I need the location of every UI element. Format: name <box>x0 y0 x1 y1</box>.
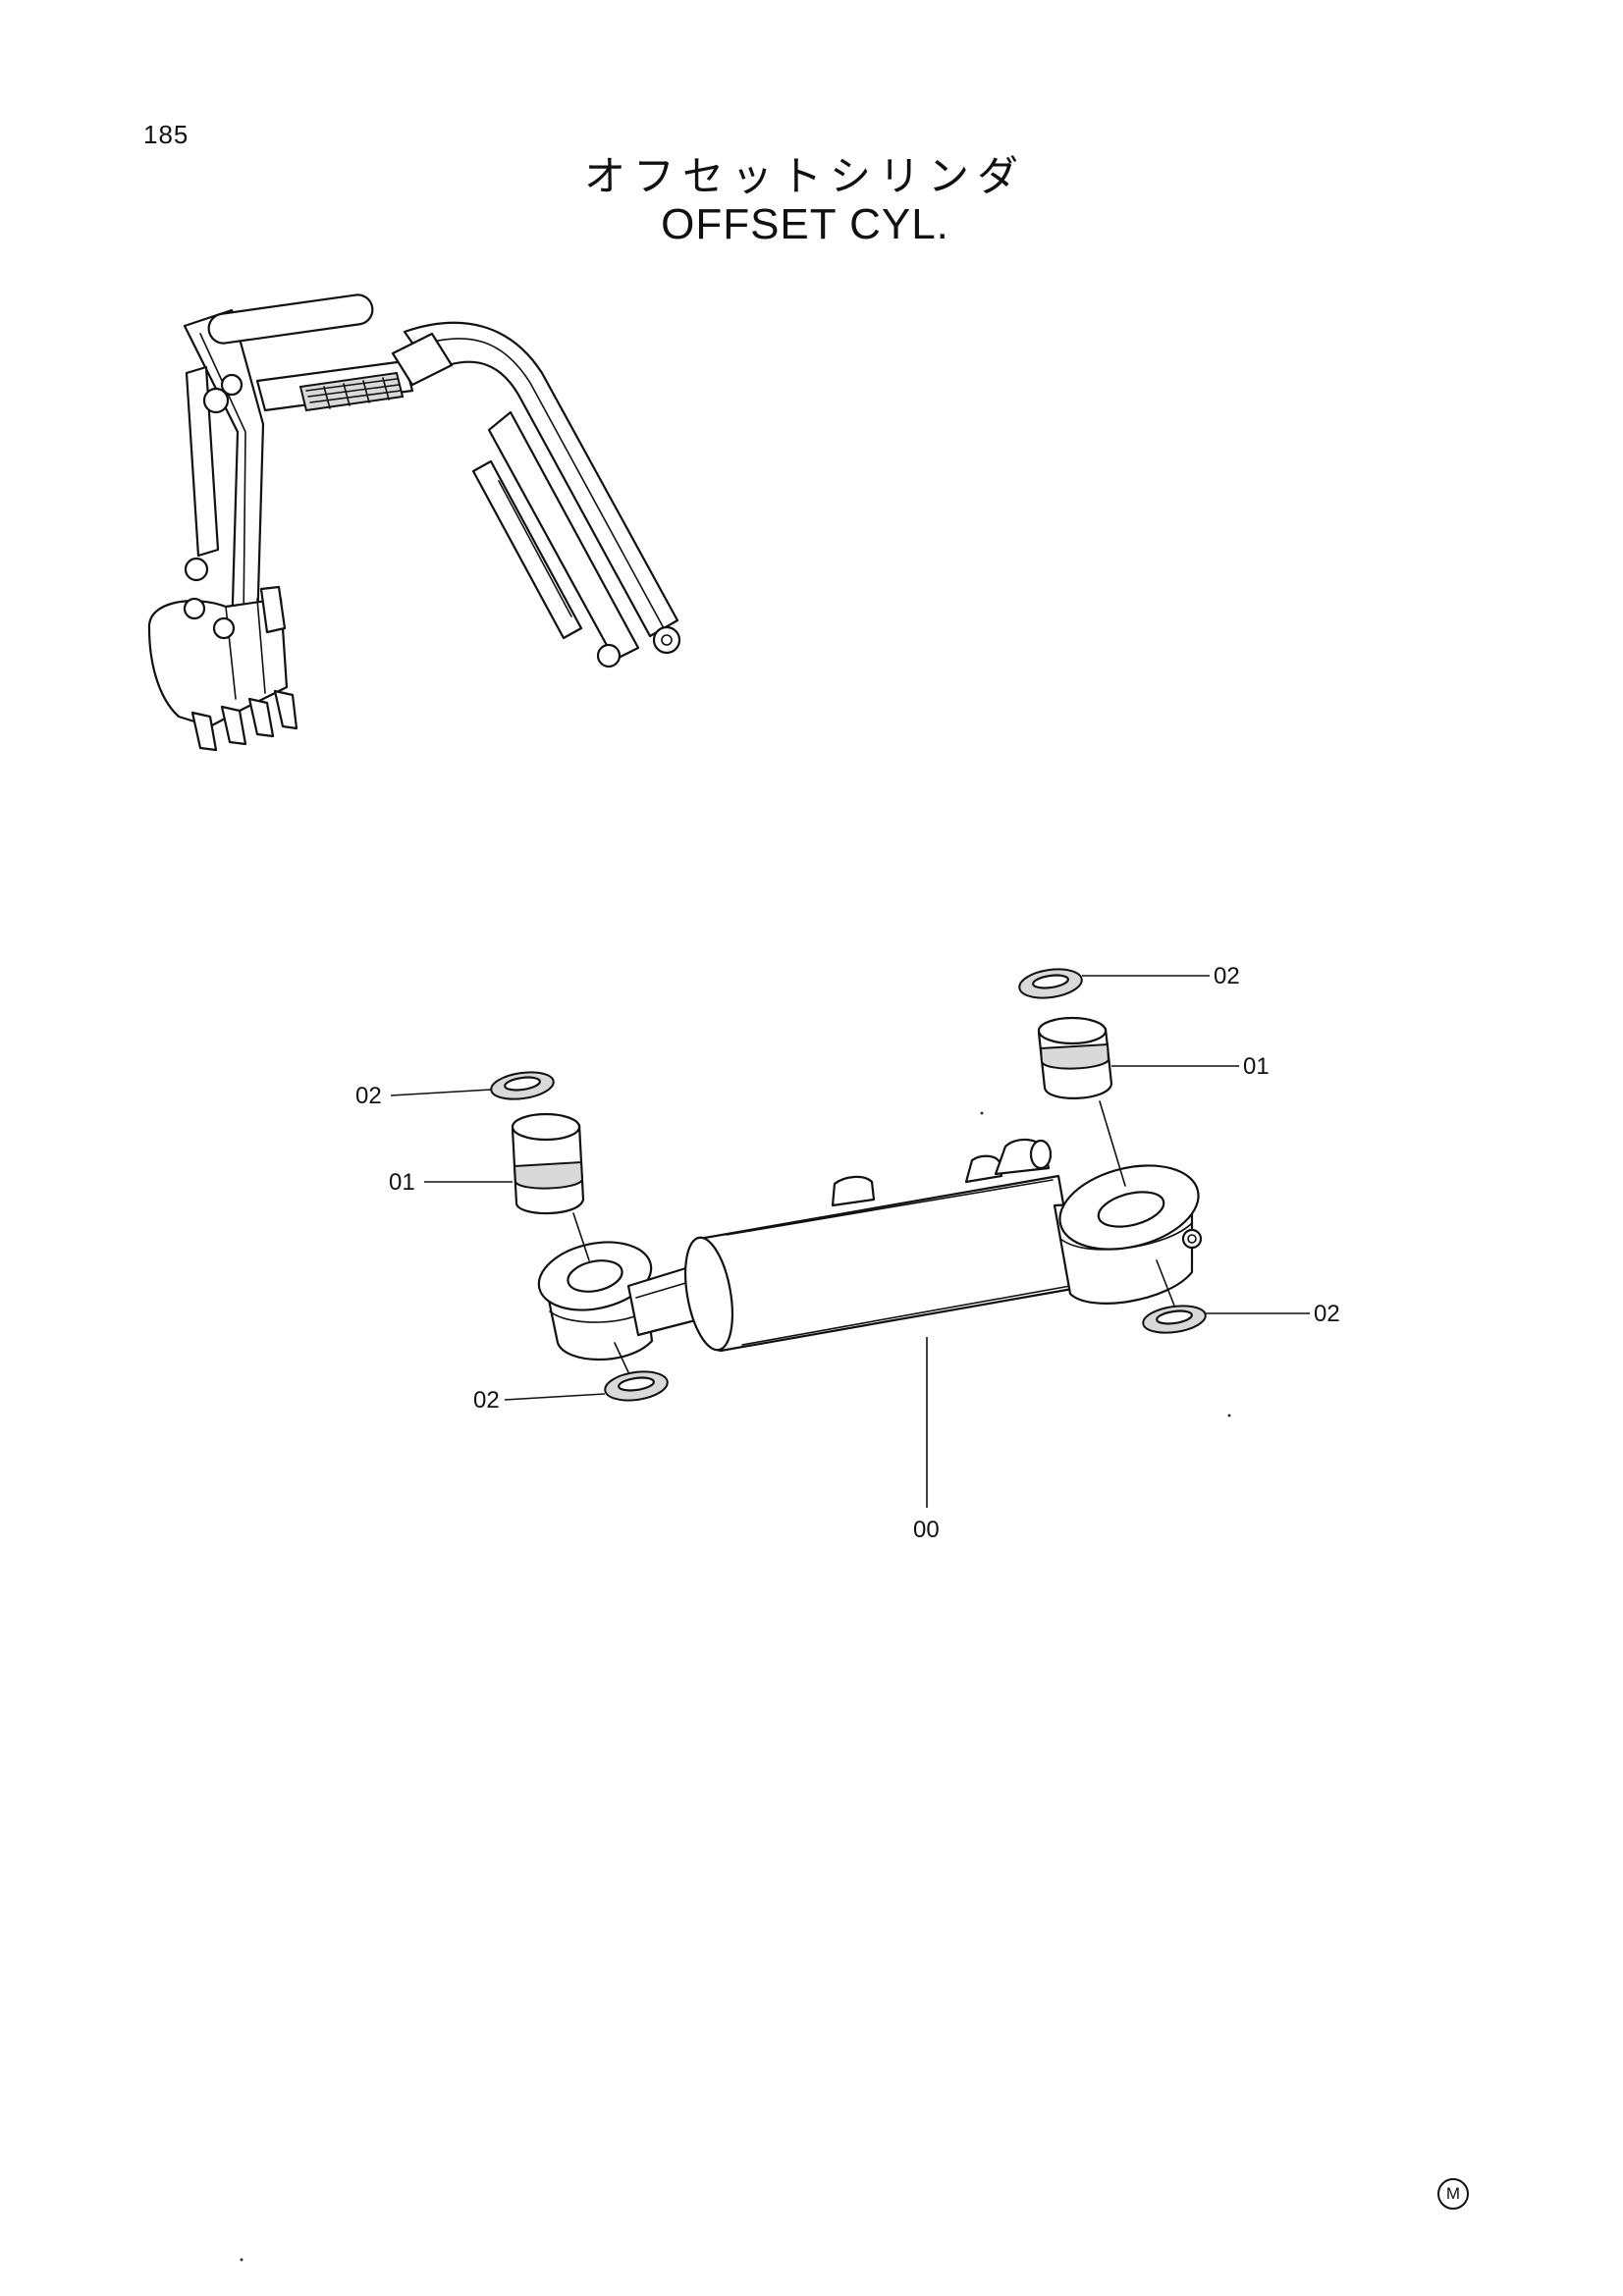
callout-label: 02 <box>355 1083 382 1109</box>
page-number: 185 <box>143 120 189 149</box>
bushing-left <box>511 1112 585 1215</box>
seal-ring-top-right <box>1018 968 1083 999</box>
leader-line <box>504 1393 606 1401</box>
callout-label: 01 <box>389 1169 415 1196</box>
seal-ring-top-left <box>490 1071 555 1100</box>
callout-label: 00 <box>913 1517 940 1543</box>
excavator-attachment-illustration <box>147 294 681 752</box>
page-title-japanese: オフセットシリンダ <box>583 153 1026 199</box>
leader-line <box>390 1089 492 1096</box>
callout-label: 02 <box>473 1387 500 1414</box>
offset-cylinder-assembly: 02 01 02 01 02 02 00 <box>240 963 1340 2262</box>
page-title-english: OFFSET CYL. <box>661 200 949 248</box>
callout-label: 02 <box>1214 963 1240 989</box>
seal-ring-bottom-left <box>604 1370 669 1402</box>
bushing-right <box>1037 1016 1113 1099</box>
seal-ring-bottom-right <box>1142 1305 1207 1334</box>
manufacturer-mark: M <box>1437 2178 1469 2210</box>
callout-label: 01 <box>1243 1053 1270 1080</box>
callout-label: 02 <box>1314 1301 1340 1327</box>
